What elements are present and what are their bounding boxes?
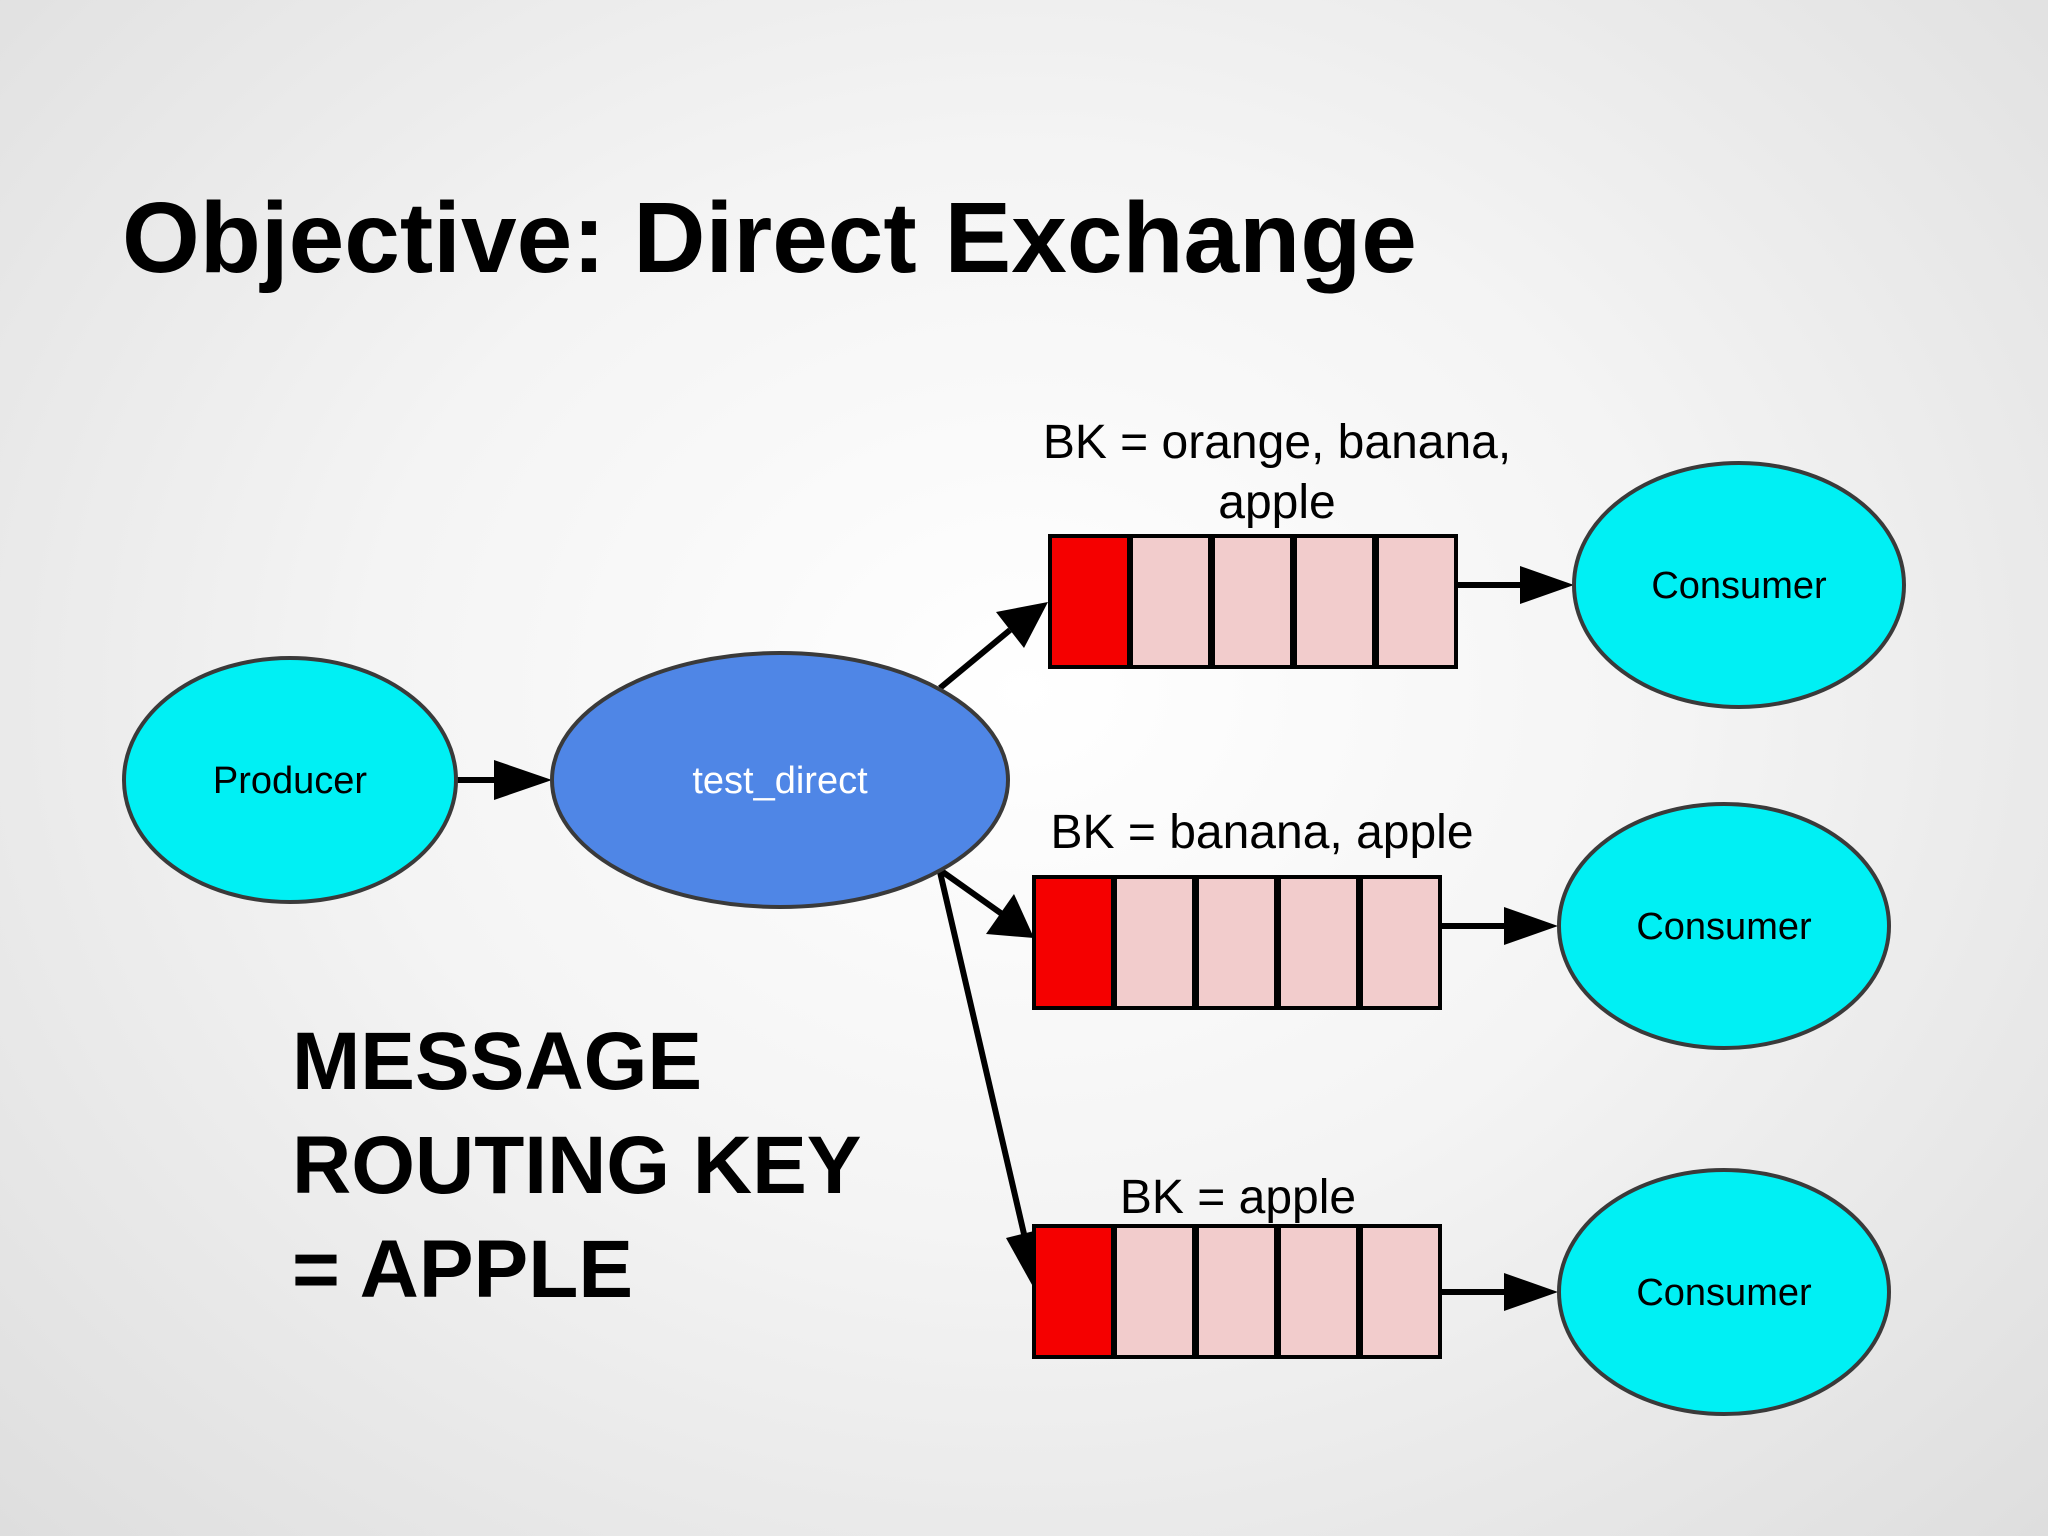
queue-3-cell (1277, 1224, 1360, 1359)
queue-2-binding-key-line-1: BK = banana, apple (1050, 806, 1473, 859)
exchange-to-queue-2-arrowhead (986, 894, 1034, 938)
queue-1-cell (1129, 534, 1212, 669)
queue-1-cell (1211, 534, 1294, 669)
exchange-label: test_direct (692, 760, 868, 802)
consumer-1-ellipse (1572, 461, 1906, 709)
queue-2-to-consumer-arrowhead (1504, 907, 1558, 945)
queue-1: BK = orange, banana, apple (1043, 416, 1511, 669)
consumer-3-label: Consumer (1636, 1272, 1812, 1314)
queue-2-cell (1113, 875, 1196, 1010)
queue-3-head-cell (1032, 1224, 1115, 1359)
queue-2-head-cell (1032, 875, 1115, 1010)
consumer-2-label: Consumer (1636, 906, 1812, 948)
queue-3-cell (1195, 1224, 1278, 1359)
routing-key-line-3: = APPLE (292, 1224, 634, 1315)
queue-1-binding-key-line-1: BK = orange, banana, (1043, 416, 1511, 469)
queue-1-to-consumer-arrowhead (1520, 566, 1574, 604)
exchange-to-queue-1-arrowhead (996, 602, 1048, 648)
consumer-2-node: Consumer (1557, 802, 1891, 1050)
queue-1-cell (1293, 534, 1376, 669)
consumer-3-node: Consumer (1557, 1168, 1891, 1416)
producer-label: Producer (213, 760, 368, 802)
consumer-2-ellipse (1557, 802, 1891, 1050)
exchange-to-queue-2-arrow (938, 867, 1004, 917)
producer-ellipse (122, 656, 458, 904)
routing-key-line-2: ROUTING KEY (292, 1120, 862, 1211)
queue-1-binding-key-line-2: apple (1218, 476, 1335, 529)
queue-2-cell (1195, 875, 1278, 1010)
exchange-node: test_direct (550, 651, 1010, 909)
message-routing-key-note: MESSAGE ROUTING KEY = APPLE (292, 1010, 861, 1322)
routing-key-line-1: MESSAGE (292, 1016, 703, 1107)
queue-3-cell (1359, 1224, 1442, 1359)
queue-3-cell (1113, 1224, 1196, 1359)
consumer-1-label: Consumer (1651, 565, 1827, 607)
queue-2: BK = banana, apple (1032, 806, 1474, 1010)
queue-3-binding-key-line-1: BK = apple (1120, 1171, 1356, 1224)
exchange-to-queue-3-arrow (937, 871, 1027, 1235)
queue-2-cell (1359, 875, 1442, 1010)
exchange-ellipse (550, 651, 1010, 909)
queue-1-head-cell (1048, 534, 1131, 669)
queue-2-cell (1277, 875, 1360, 1010)
edges (456, 566, 1574, 1311)
exchange-to-queue-1-arrow (938, 627, 1012, 691)
queue-1-cell (1375, 534, 1458, 669)
producer-node: Producer (122, 656, 458, 904)
consumer-3-ellipse (1557, 1168, 1891, 1416)
slide-title: Objective: Direct Exchange (122, 182, 1417, 294)
queue-3: BK = apple (1032, 1171, 1442, 1359)
producer-to-exchange-arrowhead (494, 760, 552, 800)
consumer-1-node: Consumer (1572, 461, 1906, 709)
queue-3-to-consumer-arrowhead (1504, 1273, 1558, 1311)
